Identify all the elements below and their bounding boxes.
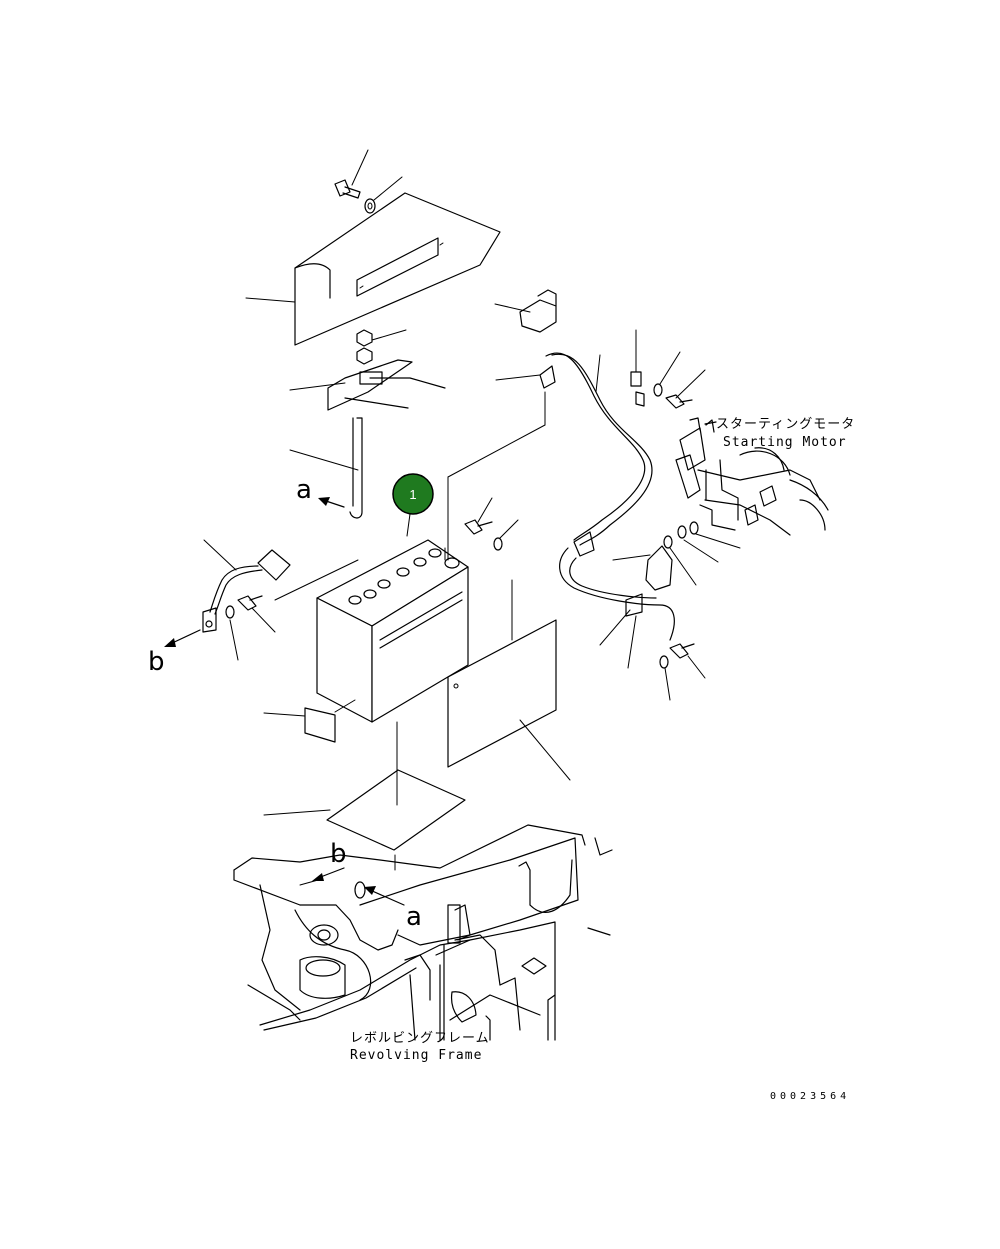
side-plate <box>447 579 571 781</box>
view-b-marker-bottom: b <box>299 839 347 886</box>
callout-1[interactable]: 1 <box>392 473 434 515</box>
negative-cable <box>202 539 359 633</box>
hold-down-bracket <box>289 359 446 411</box>
view-a-label-top: a <box>296 475 312 505</box>
terminal-boot <box>612 521 741 591</box>
battery <box>316 539 469 723</box>
bolt-left <box>225 595 276 661</box>
bolt-middle <box>464 497 519 551</box>
nuts <box>356 329 407 365</box>
bottom-mat <box>263 721 466 851</box>
callout-number: 1 <box>409 487 416 502</box>
view-b-label-left: b <box>148 647 165 677</box>
starting-motor-en: Starting Motor <box>723 435 847 450</box>
washer-cover <box>364 176 403 214</box>
cable-clips <box>599 329 706 669</box>
view-a-marker-bottom: a <box>354 881 422 932</box>
view-a-label-bottom: a <box>406 902 422 932</box>
revolving-frame-jp: レボルビングフレーム <box>350 1031 490 1046</box>
leader-battery <box>406 513 411 537</box>
view-a-marker-top: a <box>296 475 345 508</box>
revolving-frame <box>233 824 613 1041</box>
j-bolt <box>289 417 363 519</box>
starting-motor <box>675 417 829 536</box>
revolving-frame-en: Revolving Frame <box>350 1048 482 1063</box>
view-b-label-bottom: b <box>330 839 347 869</box>
revolving-frame-label: レボルビングフレーム Revolving Frame <box>350 1024 490 1063</box>
battery-label-sticker <box>263 699 356 743</box>
battery-terminals <box>348 547 460 605</box>
leader-cover <box>245 297 296 303</box>
bolt-cover <box>334 149 369 199</box>
battery-cover <box>294 192 501 346</box>
positive-cable <box>447 352 675 641</box>
terminal-cover <box>494 289 557 333</box>
starting-motor-jp: スターティングモータ <box>716 417 855 432</box>
starting-motor-label: スターティングモータ Starting Motor <box>704 417 855 450</box>
bolt-right-bottom <box>659 643 706 701</box>
view-b-marker-left: b <box>148 629 201 677</box>
drawing-id: 00023564 <box>770 1091 850 1102</box>
